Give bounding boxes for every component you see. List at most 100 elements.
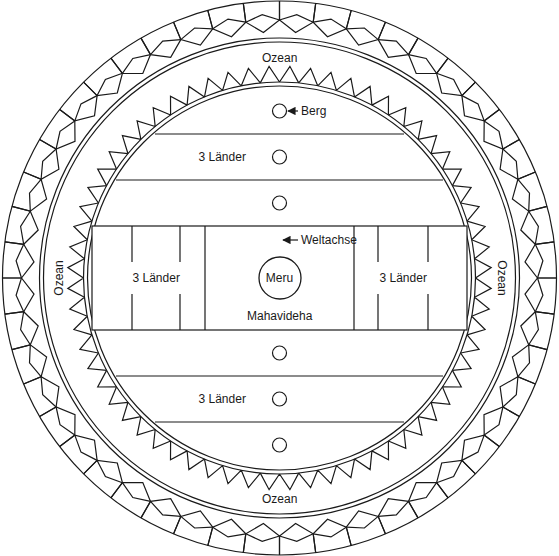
wall-cell bbox=[24, 377, 59, 417]
wall-cell bbox=[313, 3, 351, 36]
wall-cell bbox=[3, 242, 35, 278]
wall-cell bbox=[346, 511, 385, 546]
ocean-label: Ozean bbox=[262, 51, 297, 65]
wall-cell bbox=[84, 58, 123, 95]
band-line bbox=[116, 375, 443, 376]
axis-label: Weltachse bbox=[301, 233, 357, 247]
wall-cell bbox=[409, 483, 437, 502]
wall-cell bbox=[30, 179, 42, 211]
wall-cell bbox=[181, 516, 213, 528]
wall-cell bbox=[151, 40, 181, 55]
outer-rim bbox=[3, 1, 557, 555]
wall-cell bbox=[181, 28, 213, 40]
wall-cell bbox=[484, 121, 503, 149]
division-line bbox=[131, 294, 132, 330]
wall-cell bbox=[213, 19, 246, 29]
division-line bbox=[179, 226, 180, 262]
wall-cell bbox=[280, 1, 316, 33]
wall-cell bbox=[208, 3, 246, 36]
wall-cell bbox=[503, 149, 518, 179]
continent-edge bbox=[88, 86, 472, 470]
wall-cell bbox=[5, 206, 38, 244]
wall-cell bbox=[246, 15, 280, 23]
wall-cell bbox=[500, 377, 535, 417]
mahavideha-band bbox=[92, 226, 467, 330]
division-line bbox=[179, 294, 180, 330]
wall-cell bbox=[208, 519, 246, 552]
wall-cell bbox=[437, 460, 476, 497]
band-line bbox=[116, 179, 443, 180]
lands-label: 3 Länder bbox=[199, 150, 246, 164]
wall-cell bbox=[313, 527, 346, 537]
wall-cell bbox=[75, 96, 97, 121]
wall-cell bbox=[525, 278, 557, 314]
wall-cell bbox=[60, 82, 97, 121]
division-line bbox=[131, 226, 132, 262]
wall-cell bbox=[500, 140, 535, 180]
wall-cell bbox=[409, 38, 449, 73]
wall-cell bbox=[97, 460, 122, 482]
wall-cell bbox=[313, 519, 351, 552]
ocean-label: Ozean bbox=[494, 260, 508, 295]
wall-cell bbox=[280, 534, 314, 542]
division-line bbox=[377, 294, 378, 330]
wall-cell bbox=[409, 55, 437, 74]
wall-cell bbox=[503, 377, 518, 407]
wall-cell bbox=[462, 82, 499, 121]
wall-cell bbox=[518, 345, 530, 377]
wall-cell bbox=[243, 524, 279, 556]
wall-cell bbox=[378, 40, 408, 55]
lands-label: 3 Länder bbox=[133, 271, 180, 285]
division-line bbox=[377, 226, 378, 262]
ocean-rim bbox=[40, 38, 520, 518]
band-line bbox=[155, 421, 404, 422]
wall-cell bbox=[122, 55, 150, 74]
wall-cell bbox=[41, 149, 56, 179]
mountain-circle bbox=[273, 346, 287, 360]
wall-cell bbox=[280, 524, 316, 556]
wall-cell bbox=[378, 22, 418, 57]
wall-teeth bbox=[68, 66, 491, 489]
wall-cell bbox=[60, 435, 97, 474]
continent-wall bbox=[68, 66, 491, 489]
mountain-node: Meru bbox=[258, 256, 302, 300]
wall-cell bbox=[378, 501, 408, 516]
wall-cell bbox=[246, 534, 280, 542]
wall-cell bbox=[56, 407, 75, 435]
wall-cell bbox=[41, 377, 56, 407]
division-line bbox=[427, 226, 428, 262]
wall-cell bbox=[484, 407, 519, 447]
wall-cell bbox=[40, 109, 75, 149]
mountain-circle bbox=[273, 392, 287, 406]
wall-cell bbox=[213, 527, 246, 537]
wall-cell bbox=[313, 19, 346, 29]
lands-label: 3 Länder bbox=[199, 392, 246, 406]
mountain-circle bbox=[273, 438, 287, 452]
mountain-circle bbox=[273, 196, 287, 210]
wall-cell bbox=[462, 96, 484, 121]
leader-arrow bbox=[283, 239, 298, 240]
wall-cell bbox=[21, 312, 31, 345]
wall-cell bbox=[84, 460, 123, 497]
wall-cell bbox=[56, 121, 75, 149]
wall-cell bbox=[462, 435, 499, 474]
wall-cell bbox=[529, 211, 539, 244]
wall-cell bbox=[525, 242, 557, 278]
wall-cell bbox=[535, 244, 543, 278]
continent-wall-base bbox=[84, 82, 476, 474]
outer-wall-cells bbox=[3, 1, 557, 555]
wall-cell bbox=[5, 312, 38, 350]
wall-cell bbox=[512, 172, 547, 211]
band-line bbox=[155, 133, 404, 134]
lands-label: 3 Länder bbox=[380, 271, 427, 285]
division-line bbox=[204, 226, 205, 330]
wall-cell bbox=[346, 516, 378, 528]
mountain-circle bbox=[273, 150, 287, 164]
wall-cell bbox=[437, 73, 462, 95]
wall-cell bbox=[97, 73, 122, 95]
wall-cell bbox=[30, 345, 42, 377]
ocean-label: Ozean bbox=[262, 492, 297, 506]
wall-cell bbox=[280, 15, 314, 23]
wall-cell bbox=[378, 499, 418, 534]
wall-cell bbox=[462, 435, 484, 460]
